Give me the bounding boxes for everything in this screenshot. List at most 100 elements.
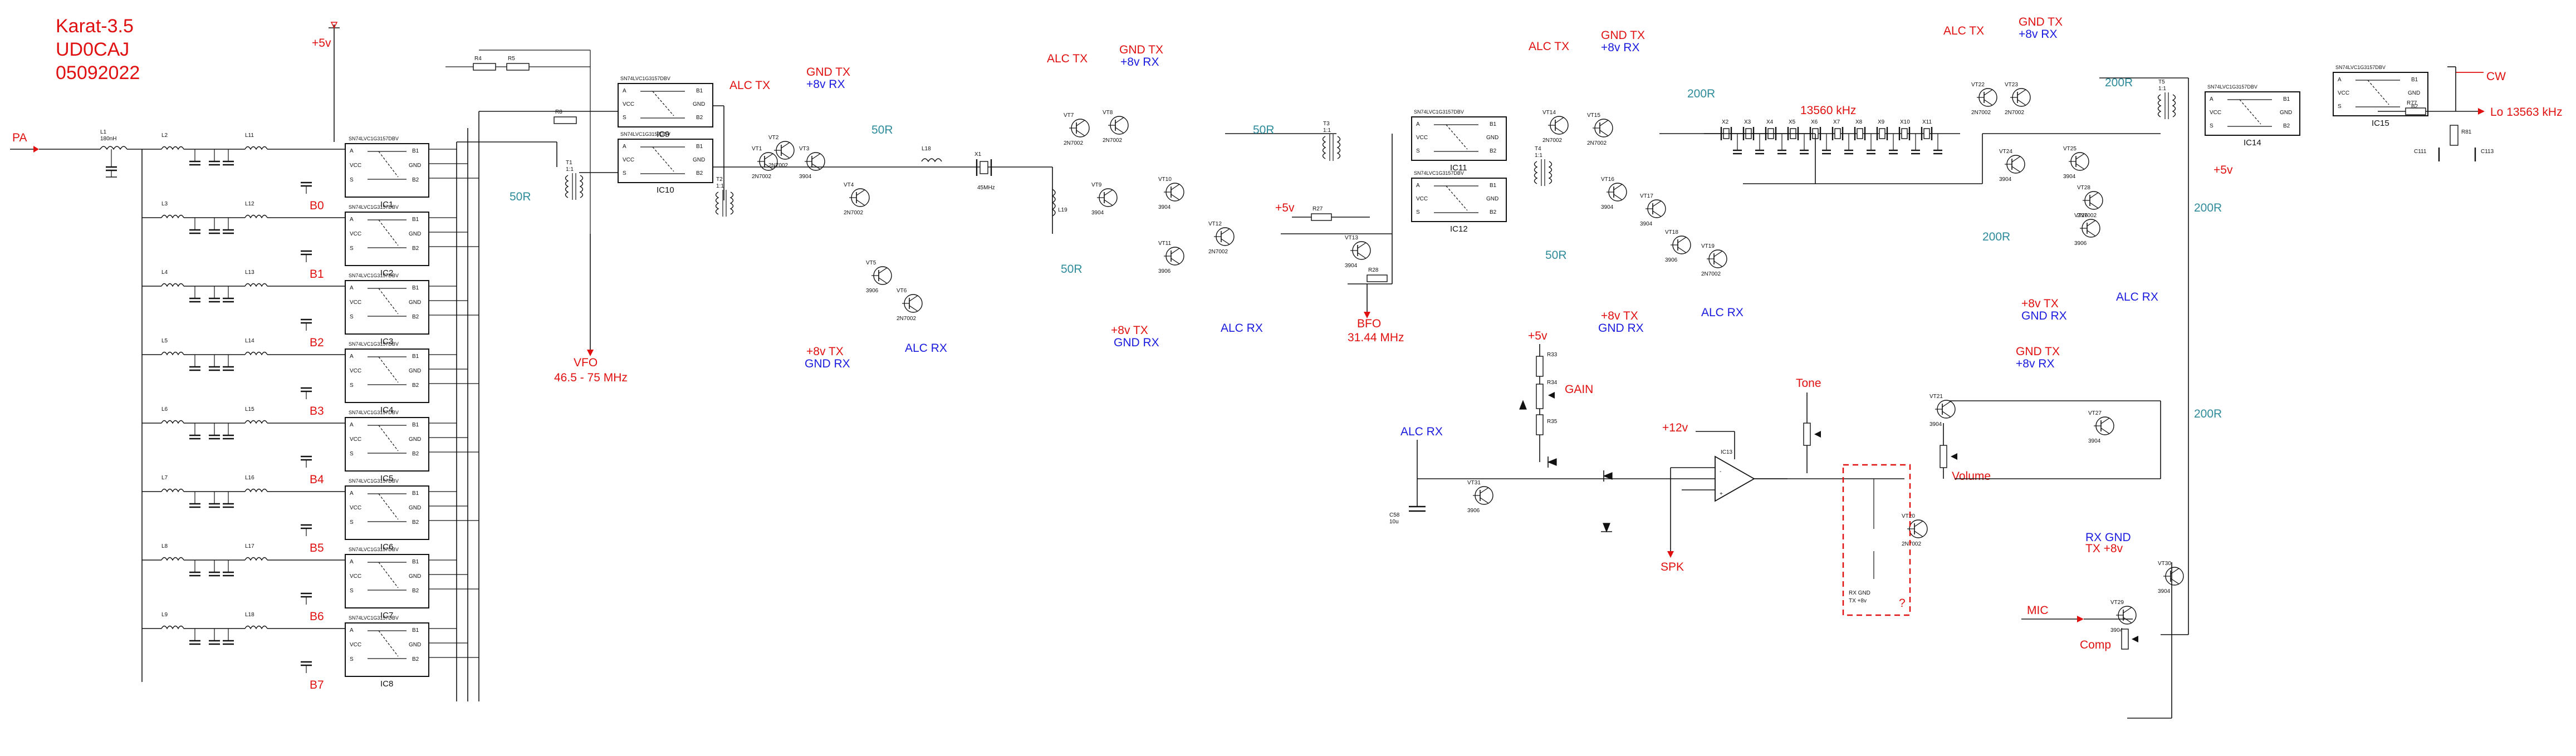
transistor-label: VT6 (897, 288, 907, 294)
volume-label: Volume (1952, 470, 1991, 483)
impedance-label-r200: 200R (1687, 87, 1715, 100)
transistor-type: 3906 (2074, 240, 2087, 247)
ladder-crystal-label: X2 (1722, 119, 1729, 125)
pin-gnd: GND (1486, 196, 1498, 202)
transistor-label: VT7 (1064, 112, 1074, 119)
ladder-crystal: X3 (1742, 119, 1764, 155)
pin-b2: B2 (412, 451, 419, 457)
ladder-crystal: X6 (1809, 119, 1831, 155)
pin-gnd: GND (693, 101, 705, 107)
transistor-type: 2N7002 (752, 174, 771, 180)
supply-label-plus8v-tx: +8v TX (1111, 324, 1148, 337)
transformer: T51:1 (2157, 79, 2176, 119)
impedance-label-r50: 50R (1061, 263, 1083, 276)
impedance-label-r50: 50R (871, 124, 893, 136)
mixer-ic-part: SN74LVC1G3157DBV (1414, 109, 1464, 115)
svg-text:R35: R35 (1547, 419, 1558, 425)
svg-text:L18: L18 (922, 146, 931, 152)
svg-text:R4: R4 (474, 56, 482, 62)
transistor-type: 2N7002 (768, 163, 788, 169)
pin-vcc: VCC (623, 157, 634, 163)
band-label: B3 (310, 405, 324, 418)
svg-text:-: - (1720, 469, 1721, 475)
pin-s: S (350, 177, 354, 183)
pa-input: PA L1 180nH (10, 129, 143, 682)
supply-label-plus5v: +5v (2213, 164, 2233, 176)
pin-gnd: GND (409, 368, 421, 374)
pin-vcc: VCC (350, 505, 361, 511)
pin-a: A (350, 490, 354, 497)
supply-label-gnd-tx: GND TX (2019, 16, 2063, 28)
band-label: B7 (310, 679, 324, 691)
pin-b1: B1 (412, 354, 419, 360)
impedance-label-r50: 50R (1253, 124, 1275, 136)
transformer: T21:1 (715, 176, 734, 217)
ladder-crystal-label: X6 (1811, 119, 1818, 125)
band-switch-part: SN74LVC1G3157DBV (349, 547, 399, 552)
band-inductor-label-2: L13 (245, 269, 254, 276)
svg-text:10u: 10u (1389, 519, 1399, 525)
transistor-label: VT13 (1345, 235, 1358, 241)
lo-chain-wiring (1659, 77, 2189, 312)
pin-gnd: GND (409, 436, 421, 443)
transistor-type: 3906 (1158, 268, 1171, 274)
transistor-label: VT8 (1103, 110, 1113, 116)
band-inductor-label-2: L11 (245, 132, 254, 139)
transistor-type: 3904 (1999, 176, 2012, 183)
tx-8v-box-label: TX +8v (1849, 598, 1867, 604)
supply-label-plus8v-tx: +8v TX (1601, 310, 1638, 322)
band-switch-part: SN74LVC1G3157DBV (349, 478, 399, 484)
lo-output: R77 CW Lo 13563 kHz R81 C111 C113 (2378, 66, 2563, 161)
crystal-x1-label: X1 (974, 151, 982, 158)
pin-vcc: VCC (1416, 135, 1428, 141)
ladder-crystal: X8 (1854, 119, 1875, 155)
transistor-type: 3904 (1158, 204, 1171, 210)
pin-vcc: VCC (623, 101, 634, 107)
pin-b1: B1 (696, 144, 703, 150)
pin-b2: B2 (696, 115, 703, 121)
supply-5v-top: +5v (312, 37, 331, 50)
pin-vcc: VCC (350, 300, 361, 306)
band-switch-part: SN74LVC1G3157DBV (349, 136, 399, 141)
band-inductor-label: L5 (161, 338, 168, 344)
band-switch-ic (345, 485, 429, 540)
band-inductor-label-2: L14 (245, 338, 254, 344)
supply-label-gnd-tx: GND TX (806, 66, 850, 78)
pin-vcc: VCC (350, 368, 361, 374)
band-switch-name: IC2 (380, 268, 393, 278)
supply-label-alc-rx: ALC RX (905, 342, 947, 355)
band-switch-ic (345, 622, 429, 677)
pin-a: A (350, 285, 354, 291)
crystal-x1-value: 45MHz (977, 185, 995, 191)
pin-b2: B2 (412, 382, 419, 389)
transistor-label: VT1 (752, 146, 762, 152)
transistor: VT1 2N7002 (752, 146, 778, 180)
supply-label-gnd-tx: GND TX (1119, 43, 1163, 56)
svg-text:L19: L19 (1058, 207, 1067, 213)
transistor-label: VT15 (1587, 112, 1600, 119)
lo-13563-label: Lo 13563 kHz (2490, 106, 2563, 119)
pin-s: S (350, 656, 354, 662)
vfo-label: VFO (574, 356, 598, 369)
transformer-ratio: 1:1 (716, 183, 724, 189)
pin-b1: B1 (1490, 121, 1497, 127)
mixer-ic-name: IC15 (2372, 119, 2389, 128)
pa-label: PA (12, 131, 27, 144)
transistors: VT12N7002VT22N7002VT33904VT42N7002VT5390… (752, 82, 2184, 634)
transformer: T31:1 (1322, 121, 1341, 161)
pin-gnd: GND (409, 642, 421, 648)
band-switch-name: IC5 (380, 474, 393, 483)
band-label: B5 (310, 542, 324, 554)
ladder-crystal: X2 (1720, 119, 1742, 155)
title-line-2: UD0CAJ (56, 39, 129, 60)
